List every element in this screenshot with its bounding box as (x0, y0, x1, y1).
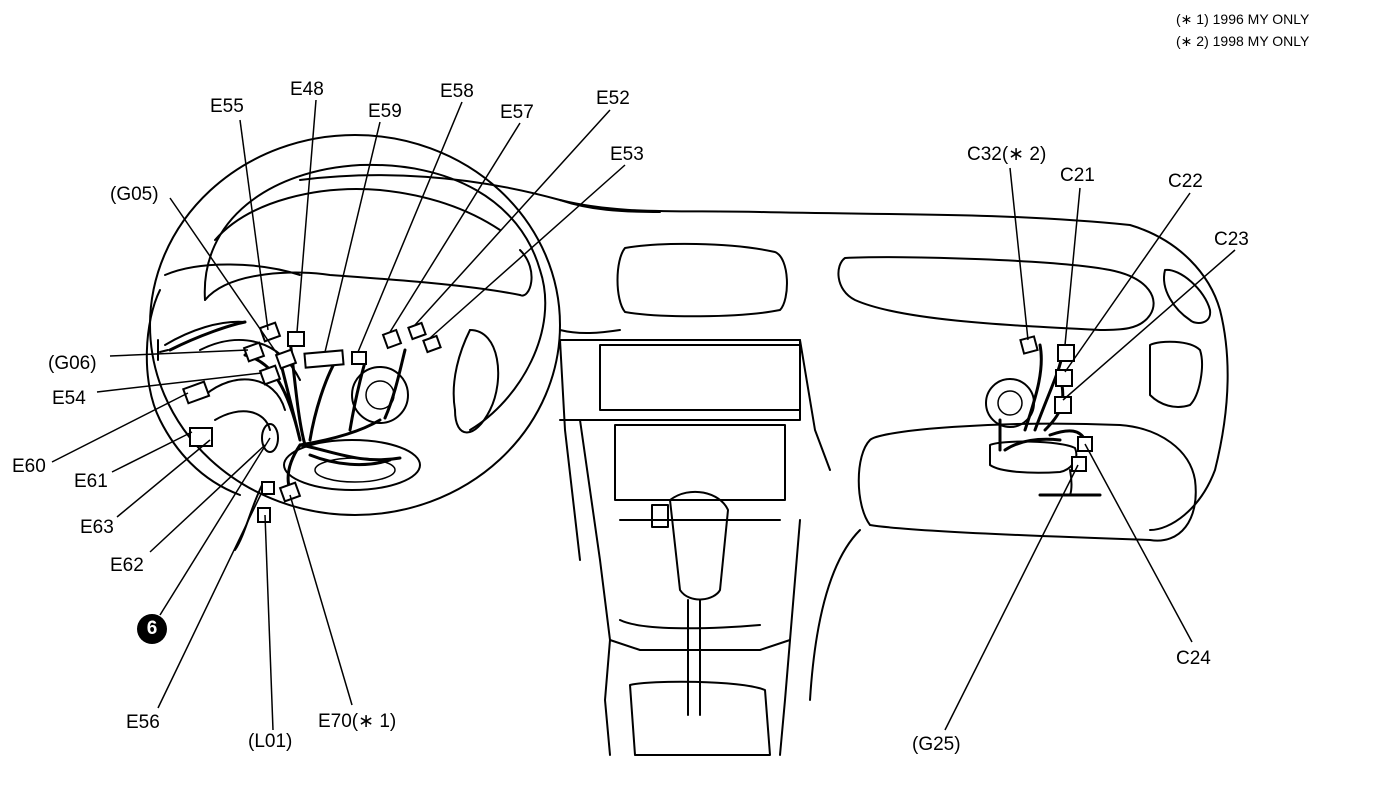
leader-lines (51, 99, 1236, 731)
note-1996: (∗ 1) 1996 MY ONLY (1176, 11, 1310, 27)
label-e52: E52 (596, 88, 630, 109)
steering-wheel-inner-rim (203, 163, 547, 431)
label-g05: (G05) (110, 184, 159, 205)
label-e57: E57 (500, 102, 534, 123)
label-e70: E70(∗ 1) (318, 711, 397, 732)
note-1998: (∗ 2) 1998 MY ONLY (1176, 33, 1310, 49)
label-c24: C24 (1176, 648, 1211, 669)
label-e48: E48 (290, 79, 324, 100)
connectors-left (242, 321, 442, 523)
label-e59: E59 (368, 101, 402, 122)
label-l01: (L01) (248, 731, 293, 752)
steering-hub (283, 439, 421, 491)
label-e62: E62 (110, 555, 144, 576)
label-e54: E54 (52, 388, 86, 409)
label-g25: (G25) (912, 734, 961, 755)
label-e63: E63 (80, 517, 114, 538)
label-c23: C23 (1214, 229, 1249, 250)
callout-badge: 6 (137, 614, 167, 644)
label-e56: E56 (126, 712, 160, 733)
label-c32: C32(∗ 2) (967, 144, 1047, 165)
label-c21: C21 (1060, 165, 1095, 186)
label-g06: (G06) (48, 353, 97, 374)
label-e55: E55 (210, 96, 244, 117)
label-e58: E58 (440, 81, 474, 102)
label-e53: E53 (610, 144, 644, 165)
label-e60: E60 (12, 456, 46, 477)
label-c22: C22 (1168, 171, 1203, 192)
connectors-right (1019, 335, 1093, 472)
label-e61: E61 (74, 471, 108, 492)
